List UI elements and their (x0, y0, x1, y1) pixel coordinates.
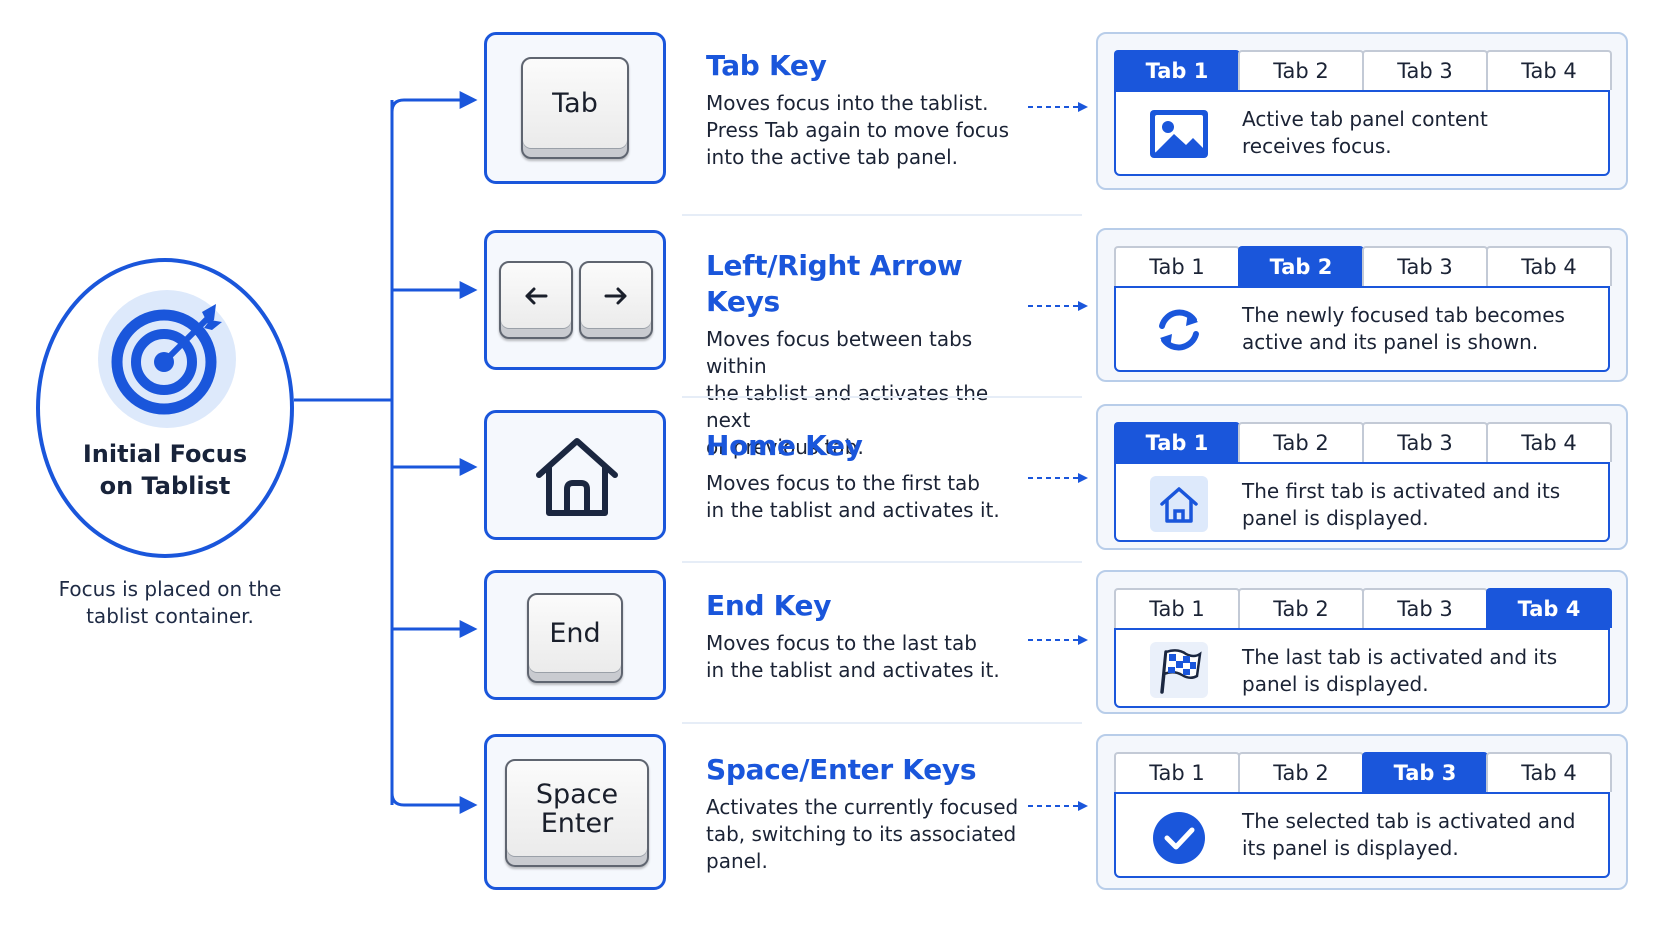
tab-panel: Active tab panel content receives focus. (1114, 90, 1610, 176)
tab-3[interactable]: Tab 3 (1362, 752, 1488, 792)
tab-2[interactable]: Tab 2 (1238, 50, 1364, 90)
tab-panel-text: The last tab is activated and its panel … (1242, 645, 1558, 696)
tab-panel-text: The newly focused tab becomes active and… (1242, 303, 1565, 354)
space-enter-keycap: Space Enter (505, 759, 649, 867)
home-icon (531, 433, 623, 521)
tab-3[interactable]: Tab 3 (1362, 50, 1488, 90)
home-key-description: Home Key Moves focus to the first tab in… (706, 428, 1036, 524)
space-enter-text: Activates the currently focused tab, swi… (706, 795, 1019, 873)
home-key-card (484, 410, 666, 540)
tab-key-card: Tab (484, 32, 666, 184)
tab-2[interactable]: Tab 2 (1238, 752, 1364, 792)
home-key-title: Home Key (706, 429, 863, 462)
arrow-keys-description: Left/Right Arrow Keys Moves focus betwee… (706, 248, 1036, 461)
tab-panel: The first tab is activated and its panel… (1114, 462, 1610, 542)
checkered-flag-icon (1142, 640, 1216, 700)
tab-panel-text: The selected tab is activated and its pa… (1242, 809, 1576, 860)
tab-4[interactable]: Tab 4 (1486, 422, 1612, 462)
end-key-text: Moves focus to the last tab in the tabli… (706, 631, 1000, 682)
end-key-card: End (484, 570, 666, 700)
tab-2[interactable]: Tab 2 (1238, 246, 1364, 286)
tab-panel: The selected tab is activated and its pa… (1114, 792, 1610, 878)
space-enter-description: Space/Enter Keys Activates the currently… (706, 752, 1036, 875)
tab-3[interactable]: Tab 3 (1362, 588, 1488, 628)
tab-keycap: Tab (521, 57, 629, 159)
tab-3[interactable]: Tab 3 (1362, 246, 1488, 286)
home-icon (1142, 474, 1216, 534)
tab-key-text: Moves focus into the tablist. Press Tab … (706, 91, 1010, 169)
tab-key-title: Tab Key (706, 49, 827, 82)
tab-2[interactable]: Tab 2 (1238, 588, 1364, 628)
tab-panel-text: The first tab is activated and its panel… (1242, 479, 1561, 530)
left-arrow-icon (499, 261, 573, 339)
tab-panel-text: Active tab panel content receives focus. (1242, 107, 1488, 158)
tab-1[interactable]: Tab 1 (1114, 588, 1240, 628)
tab-3[interactable]: Tab 3 (1362, 422, 1488, 462)
end-key-title: End Key (706, 589, 832, 622)
tab-4[interactable]: Tab 4 (1486, 246, 1612, 286)
space-enter-title: Space/Enter Keys (706, 753, 977, 786)
tab-4[interactable]: Tab 4 (1486, 50, 1612, 90)
checkmark-circle-icon (1142, 806, 1216, 866)
tab-1[interactable]: Tab 1 (1114, 752, 1240, 792)
tab-1[interactable]: Tab 1 (1114, 422, 1240, 462)
initial-focus-node: Initial Focus on Tablist (36, 258, 294, 558)
tab-4[interactable]: Tab 4 (1486, 752, 1612, 792)
tab-4[interactable]: Tab 4 (1486, 588, 1612, 628)
space-enter-key-card: Space Enter (484, 734, 666, 890)
arrow-keys-card (484, 230, 666, 370)
end-key-description: End Key Moves focus to the last tab in t… (706, 588, 1036, 684)
tab-2[interactable]: Tab 2 (1238, 422, 1364, 462)
home-key-text: Moves focus to the first tab in the tabl… (706, 471, 1000, 522)
row-divider (682, 214, 1082, 216)
arrow-keys-title: Left/Right Arrow Keys (706, 249, 963, 318)
row-divider (682, 722, 1082, 724)
row-divider (682, 561, 1082, 563)
right-arrow-icon (579, 261, 653, 339)
tab-panel: The last tab is activated and its panel … (1114, 628, 1610, 708)
tab-panel: The newly focused tab becomes active and… (1114, 286, 1610, 372)
tab-key-description: Tab Key Moves focus into the tablist. Pr… (706, 48, 1036, 171)
tab-1[interactable]: Tab 1 (1114, 50, 1240, 90)
arrow-keys-text: Moves focus between tabs within the tabl… (706, 327, 989, 459)
image-icon (1142, 104, 1216, 164)
end-keycap: End (527, 593, 623, 683)
initial-focus-caption: Focus is placed on the tablist container… (58, 577, 282, 628)
tab-1[interactable]: Tab 1 (1114, 246, 1240, 286)
initial-focus-title: Initial Focus on Tablist (82, 440, 248, 500)
row-divider (682, 396, 1082, 398)
target-icon (98, 290, 236, 428)
refresh-icon (1142, 300, 1216, 360)
